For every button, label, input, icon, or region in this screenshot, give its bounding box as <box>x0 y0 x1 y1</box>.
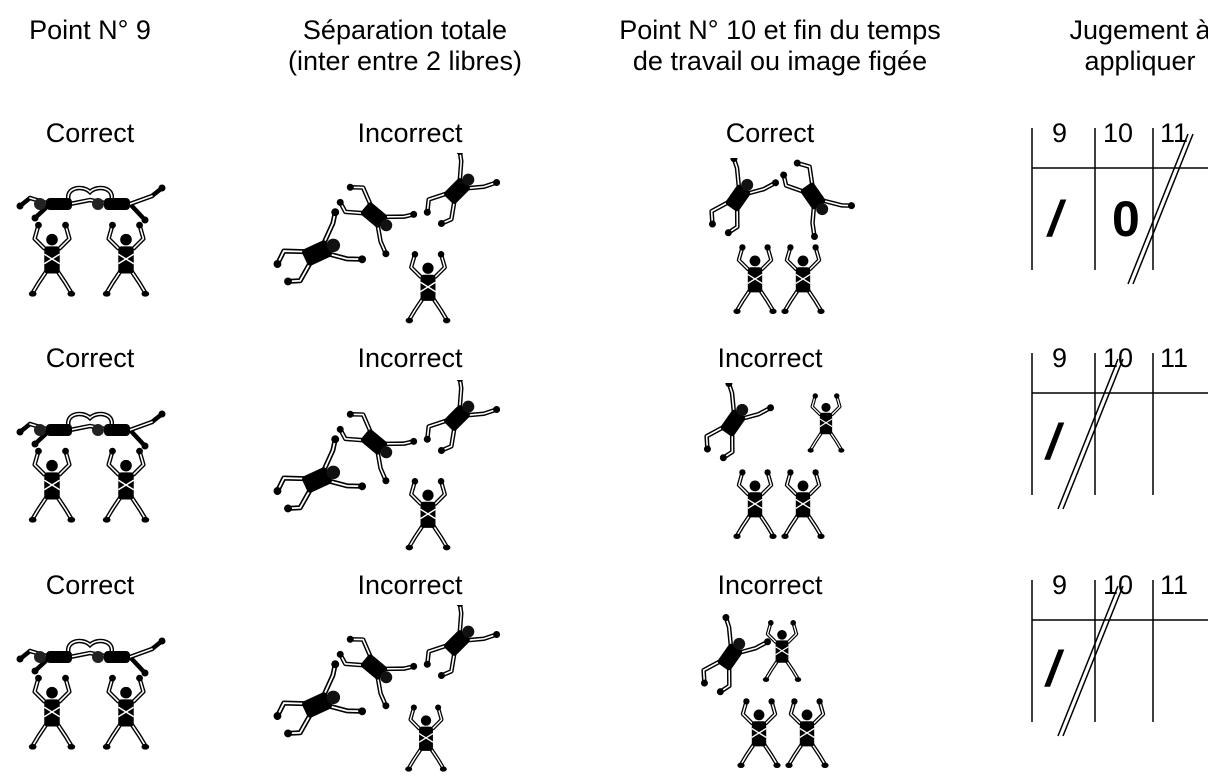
row1-point10-label: Correct <box>725 118 815 148</box>
header-judgement: Jugement à appliquer <box>1020 15 1208 77</box>
row1-col-10: 10 <box>1103 118 1133 148</box>
row3-separated-divers-icon <box>262 605 512 778</box>
header-point-10-line2: de travail ou image figée <box>632 46 928 76</box>
row2-point9-label: Correct <box>45 343 135 373</box>
row3-judgement-grid: 9 10 11 / <box>1031 570 1208 737</box>
header-separation: Séparation totale (inter entre 2 libres) <box>235 15 575 77</box>
header-point-10-line1: Point N° 10 et fin du temps <box>619 15 941 45</box>
row2-mark-9: / <box>1044 414 1065 470</box>
row1-point10-formation-icon <box>688 158 868 323</box>
row2-judgement-grid: 9 10 11 / <box>1031 343 1208 510</box>
row2-strike-line-b <box>1062 358 1124 510</box>
row2-col-10: 10 <box>1103 343 1133 373</box>
row2-separation-label: Incorrect <box>357 343 463 373</box>
row3-col-10: 10 <box>1103 570 1133 600</box>
row3-col-11: 11 <box>1160 570 1188 600</box>
row3-strike-line-a <box>1057 585 1119 737</box>
row1-point9-label: Correct <box>45 118 135 148</box>
row1-strike-line-a <box>1127 133 1189 285</box>
row2-point9-formation-icon <box>5 398 175 533</box>
row1-judgement-grid: 9 10 11 / 0 <box>1031 118 1208 285</box>
row2-col-9: 9 <box>1052 343 1067 373</box>
row1-separation-label: Incorrect <box>357 118 463 148</box>
header-separation-line1: Séparation totale <box>302 15 508 45</box>
header-judgement-line1: Jugement à <box>1069 15 1208 45</box>
row3-point9-formation-icon <box>5 625 175 760</box>
row1-mark-9: / <box>1046 191 1067 247</box>
header-point-9: Point N° 9 <box>29 15 151 45</box>
row3-point9-label: Correct <box>45 570 135 600</box>
row3-point10-formation-icon <box>688 612 868 778</box>
row2-point10-formation-icon <box>688 383 847 548</box>
row1-separated-divers-icon <box>262 153 512 333</box>
row3-mark-9: / <box>1044 641 1065 697</box>
row3-point10-label: Incorrect <box>717 570 823 600</box>
row1-col-9: 9 <box>1052 118 1067 148</box>
row3-separation-label: Incorrect <box>357 570 463 600</box>
header-point-10: Point N° 10 et fin du temps de travail o… <box>570 15 990 77</box>
row2-col-11: 11 <box>1160 343 1188 373</box>
row1-strike-line-b <box>1132 133 1194 285</box>
row1-point9-formation-icon <box>5 172 175 307</box>
row2-strike-line-a <box>1057 358 1119 510</box>
header-judgement-line2: appliquer <box>1084 46 1196 76</box>
row1-col-11: 11 <box>1160 118 1188 148</box>
row1-mark-10: 0 <box>1112 191 1140 247</box>
header-separation-line2: (inter entre 2 libres) <box>287 46 523 76</box>
row2-separated-divers-icon <box>262 380 512 560</box>
row3-strike-line-b <box>1062 585 1124 737</box>
row2-point10-label: Incorrect <box>717 343 823 373</box>
row3-col-9: 9 <box>1052 570 1067 600</box>
